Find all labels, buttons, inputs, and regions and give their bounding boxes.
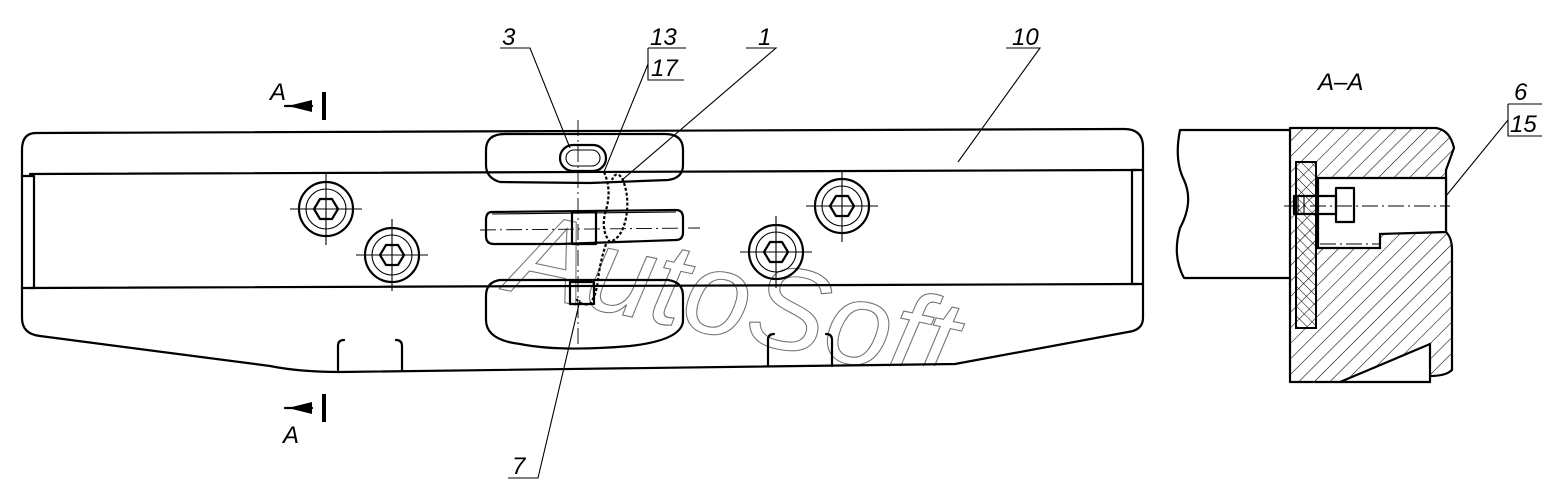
callout-13: 13 <box>650 24 677 51</box>
oval-handle-inner <box>565 149 601 167</box>
watermark: AutoSoft <box>493 185 974 410</box>
bolt-4 <box>740 216 812 288</box>
section-screw <box>1292 186 1356 224</box>
frame-break <box>1175 128 1292 280</box>
notch-right <box>766 332 834 368</box>
callout-17: 17 <box>651 55 679 82</box>
lower-chamfer <box>1339 342 1432 384</box>
section-marker-top: A <box>268 79 326 120</box>
callout-3: 3 <box>502 24 516 51</box>
callout-1: 1 <box>758 24 771 51</box>
body-outline <box>20 127 1145 374</box>
lower-edge <box>28 282 1139 290</box>
section-view: A–A <box>1175 69 1456 384</box>
section-marker-bottom-label: A <box>281 422 299 449</box>
callout-7: 7 <box>512 453 527 480</box>
horizontal-centerline <box>479 227 701 231</box>
section-title: A–A <box>1316 69 1363 96</box>
oval-handle <box>558 143 608 173</box>
left-end-flange <box>20 174 36 290</box>
notch-left <box>336 338 404 372</box>
callouts: 3 13 17 1 10 7 6 15 <box>500 24 1542 480</box>
watermark-text: AutoSoft <box>494 185 974 410</box>
callout-10: 10 <box>1012 24 1039 51</box>
lower-pocket <box>484 278 685 350</box>
right-end-flange <box>1130 168 1145 286</box>
section-plate <box>1295 161 1317 329</box>
bolt-1 <box>290 173 362 245</box>
middle-slot <box>484 208 685 246</box>
main-view: A A <box>20 79 1145 449</box>
bolt-pocket <box>1316 176 1448 250</box>
section-marker-bottom: A <box>281 394 326 449</box>
callout-15: 15 <box>1510 111 1537 138</box>
wire-seal <box>575 171 629 306</box>
bolt-2 <box>356 219 428 291</box>
upper-pocket <box>484 132 685 185</box>
bolt-3 <box>806 170 878 242</box>
section-marker-top-label: A <box>268 79 286 106</box>
callout-6: 6 <box>1514 79 1528 106</box>
block-middle <box>570 210 598 246</box>
